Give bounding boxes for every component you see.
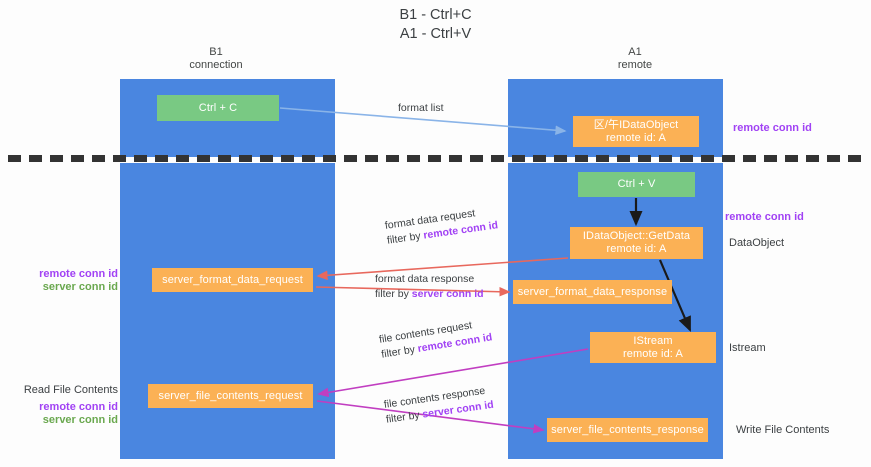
column-header-b1: B1 connection [189,46,243,71]
edge-label-format-data-response: format data response filter by server co… [375,272,484,302]
side-label-write-file-contents: Write File Contents [736,424,830,436]
side-label-istream: Istream [729,342,766,354]
filter-key-server-conn-id: server conn id [411,288,484,300]
label-remote-conn-id-mid: remote conn id [725,211,804,223]
node-idataobject-getdata[interactable]: IDataObject::GetData remote id: A [570,227,703,259]
node-server-format-data-response[interactable]: server_format_data_response [513,280,672,304]
left-label-read-file-contents: Read File Contents [23,384,118,396]
lane-b1-bottom [120,163,335,459]
node-ctrl-c[interactable]: Ctrl + C [157,95,279,121]
column-header-a1: A1 remote [617,46,653,71]
left-annotation-conn-ids: remote conn id server conn id [0,268,118,294]
page-title: B1 - Ctrl+C A1 - Ctrl+V [399,7,472,42]
left-label-remote-conn-id-2: remote conn id [39,401,118,413]
node-server-file-contents-response[interactable]: server_file_contents_response [547,418,708,442]
node-idataobject[interactable]: 区/午IDataObject remote id: A [573,116,699,147]
left-label-remote-conn-id: remote conn id [39,268,118,280]
section-divider [8,155,863,162]
edge-label-format-list: format list [398,102,444,114]
filter-prefix: filter by [386,229,425,247]
label-remote-conn-id-top: remote conn id [733,122,812,134]
left-label-server-conn-id-2: server conn id [42,414,118,426]
left-label-server-conn-id: server conn id [42,281,118,293]
edge-label-format-data-response-title: format data response [375,273,475,285]
filter-prefix: filter by [385,408,424,426]
lane-a1-bottom [508,163,723,459]
node-server-format-data-request[interactable]: server_format_data_request [152,268,313,292]
node-istream[interactable]: IStream remote id: A [590,332,716,363]
side-label-dataobject: DataObject [729,237,785,249]
edge-label-format-data-response-filter: filter by server conn id [375,287,484,302]
filter-prefix: filter by [375,288,412,300]
left-annotation-conn-ids-2: remote conn id server conn id [0,401,118,427]
node-server-file-contents-request[interactable]: server_file_contents_request [148,384,313,408]
node-ctrl-v[interactable]: Ctrl + V [578,172,695,197]
